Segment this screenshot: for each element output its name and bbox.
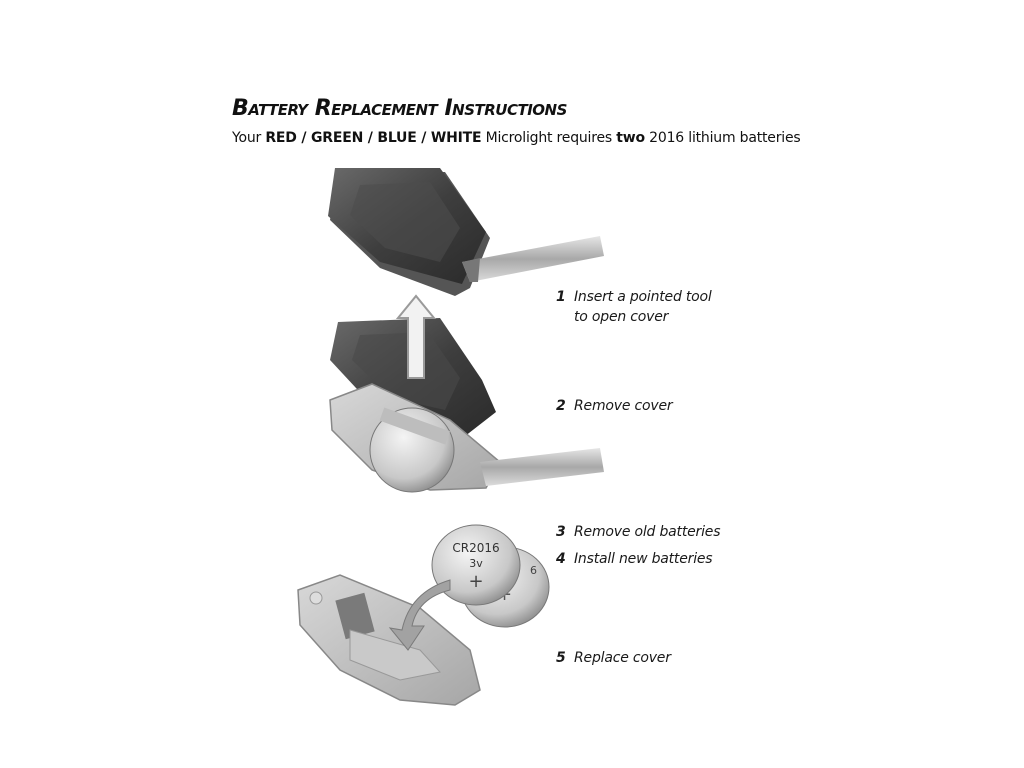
subtitle-colors: RED / GREEN / BLUE / WHITE	[265, 130, 482, 146]
subtitle-suffix: 2016 lithium batteries	[644, 130, 801, 146]
step-2: 2 Remove cover	[556, 396, 673, 416]
step2-illustration	[329, 294, 604, 493]
pointed-tool-2	[480, 448, 604, 486]
battery-model-label: CR2016	[452, 541, 499, 555]
subtitle-count: two	[616, 130, 645, 146]
battery-plus-label: +	[468, 571, 483, 592]
up-arrow-icon	[395, 294, 437, 379]
step-5-text: Replace cover	[574, 650, 671, 666]
step-1: 1 Insert a pointed tool to open cover	[556, 287, 712, 327]
page-subtitle: Your RED / GREEN / BLUE / WHITE Microlig…	[232, 130, 801, 146]
step-5: 5 Replace cover	[556, 648, 671, 668]
step1-illustration	[328, 168, 604, 296]
page-title: Battery Replacement Instructions	[232, 96, 567, 121]
step-4: 4 Install new batteries	[556, 549, 713, 569]
step-1-text-line1: Insert a pointed tool	[574, 289, 712, 305]
step-3-number: 3	[556, 524, 566, 540]
subtitle-middle: Microlight requires	[481, 130, 617, 146]
curved-arrow-icon	[388, 579, 451, 651]
step-1-number: 1	[556, 289, 566, 305]
subtitle-prefix: Your	[232, 130, 266, 146]
batteries-illustration: 6 + CR2016 3v +	[431, 524, 550, 628]
step-4-number: 4	[556, 551, 566, 567]
svg-text:6: 6	[530, 564, 537, 577]
step-2-number: 2	[556, 398, 566, 414]
step-3: 3 Remove old batteries	[556, 522, 720, 542]
step-2-text: Remove cover	[574, 398, 673, 414]
battery-front	[431, 524, 521, 606]
step5-illustration	[297, 574, 481, 706]
step-5-number: 5	[556, 650, 566, 666]
pointed-tool	[462, 236, 604, 282]
step-1-text-line2: to open cover	[574, 309, 669, 325]
step-4-text: Install new batteries	[574, 551, 713, 567]
step-3-text: Remove old batteries	[574, 524, 721, 540]
battery-voltage-label: 3v	[469, 557, 483, 570]
